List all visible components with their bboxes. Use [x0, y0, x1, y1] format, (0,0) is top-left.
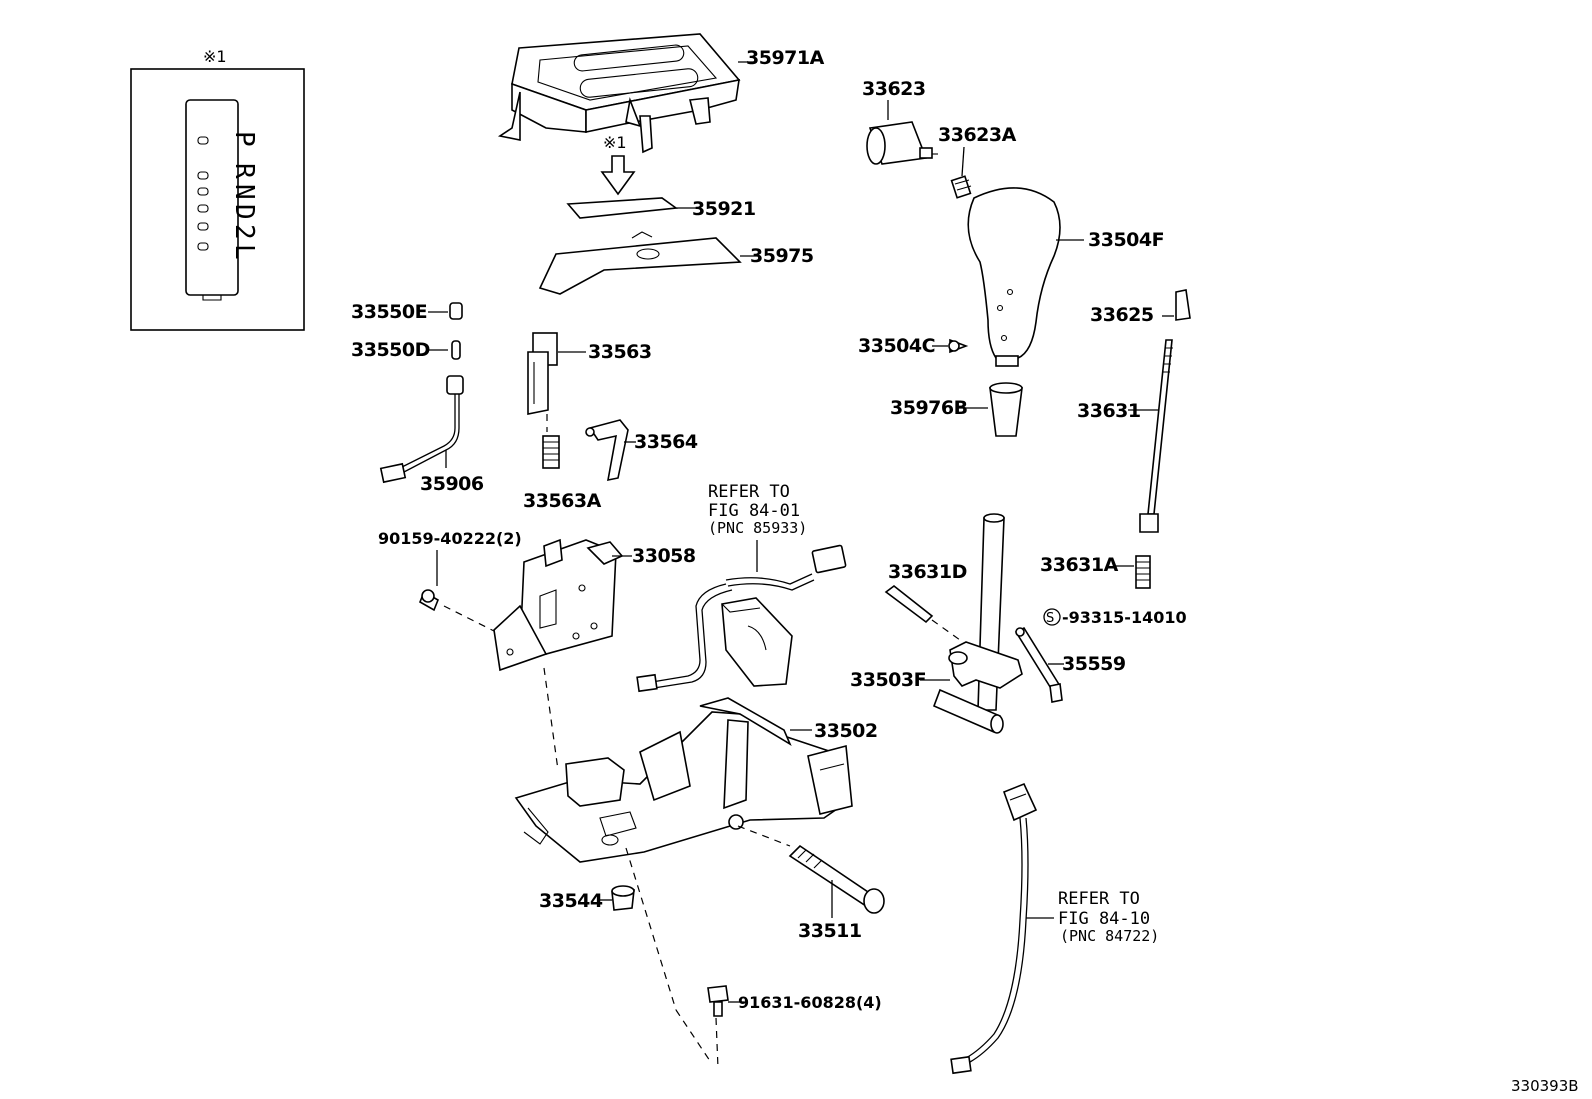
- label-35559: 35559: [1062, 653, 1126, 675]
- arrow-mark: ※1: [603, 133, 627, 152]
- part-33503F-lever: [920, 513, 1023, 734]
- part-33563-slider: [527, 332, 586, 432]
- label-33623: 33623: [862, 78, 926, 100]
- part-33511-pin: [788, 844, 885, 918]
- gear-p: P: [229, 131, 259, 147]
- label-33625: 33625: [1090, 304, 1154, 326]
- standard-symbol-circle: [1043, 608, 1061, 626]
- diagram-id: 330393B: [1511, 1077, 1579, 1095]
- part-33550D-bulb: [451, 340, 461, 360]
- label-33544: 33544: [539, 890, 603, 912]
- gear-l: L: [229, 244, 259, 260]
- indicator-lamp-dots: [197, 136, 209, 251]
- label-33502: 33502: [814, 720, 878, 742]
- part-33058-bracket: [493, 538, 632, 771]
- label-90159: 90159-40222(2): [378, 529, 522, 548]
- label-93315: -93315-14010: [1062, 608, 1187, 627]
- gear-d: D: [229, 204, 259, 220]
- part-35975-cover: [538, 231, 758, 295]
- part-35976B-sleeve: [958, 382, 1023, 437]
- part-33625-cap: [1175, 289, 1191, 321]
- gear-r: R: [229, 163, 259, 179]
- part-91631-bolt: [675, 985, 744, 1069]
- part-35906-wire: [379, 375, 464, 484]
- refer1-line2: FIG 84-01: [708, 501, 800, 521]
- label-33623A: 33623A: [938, 124, 1017, 146]
- refer1-line1: REFER TO: [708, 482, 790, 502]
- label-33631: 33631: [1077, 400, 1141, 422]
- part-35971A-housing: [497, 33, 757, 154]
- label-33550E: 33550E: [351, 301, 427, 323]
- label-33550D: 33550D: [351, 339, 430, 361]
- part-33623A-spring: [950, 146, 972, 199]
- label-33504C: 33504C: [858, 335, 935, 357]
- part-35559-link: [1014, 626, 1064, 703]
- refer2-line1: REFER TO: [1058, 889, 1140, 909]
- part-33563A-spring: [542, 435, 560, 469]
- label-91631: 91631-60828(4): [738, 993, 882, 1012]
- part-33631-rod: [1128, 339, 1173, 533]
- refer1-line3: (PNC 85933): [708, 519, 807, 537]
- part-33631A-spring: [1114, 555, 1151, 589]
- part-33550E-cap: [449, 302, 463, 320]
- refer-fig-84-10: REFER TO FIG 84-10 (PNC 84722): [1058, 889, 1159, 945]
- gear-n: N: [229, 184, 259, 200]
- part-33544-bushing: [600, 885, 635, 911]
- part-33502-base: [514, 697, 853, 1011]
- part-harness-84-10: [950, 782, 1054, 1075]
- refer-fig-84-01: REFER TO FIG 84-01 (PNC 85933): [708, 482, 807, 572]
- label-35971A: 35971A: [746, 47, 825, 69]
- label-35921: 35921: [692, 198, 756, 220]
- mark-arrow: ※1: [600, 133, 636, 196]
- gear-position-list: P R N D 2 L: [229, 131, 259, 260]
- label-33563A: 33563A: [523, 490, 602, 512]
- label-33631D: 33631D: [888, 561, 967, 583]
- label-33058: 33058: [632, 545, 696, 567]
- label-33564: 33564: [634, 431, 698, 453]
- label-33563: 33563: [588, 341, 652, 363]
- label-35976B: 35976B: [890, 397, 968, 419]
- part-90159-bolt: [418, 550, 501, 635]
- standard-symbol: S: [1046, 611, 1054, 626]
- refer2-line3: (PNC 84722): [1060, 927, 1159, 945]
- part-33504F-knob: [967, 187, 1084, 367]
- label-35975: 35975: [750, 245, 814, 267]
- gear-2: 2: [229, 224, 259, 240]
- label-33503F: 33503F: [850, 669, 926, 691]
- label-33504F: 33504F: [1088, 229, 1164, 251]
- inset-indicator-panel: ※1 P R N D 2 L: [130, 47, 305, 331]
- part-33631D-pin: [884, 584, 961, 641]
- part-33623-switch: [866, 100, 938, 165]
- inset-frame: [130, 68, 305, 331]
- refer2-line2: FIG 84-10: [1058, 909, 1150, 929]
- label-33631A: 33631A: [1040, 554, 1119, 576]
- part-33564-clip: [585, 419, 636, 482]
- inset-mark: ※1: [203, 47, 227, 66]
- indicator-plate: [185, 99, 239, 296]
- standard-part-93315: S -93315-14010: [1043, 608, 1187, 627]
- part-33504C-screw: [932, 338, 969, 354]
- label-33511: 33511: [798, 920, 862, 942]
- part-35921-plate: [566, 197, 696, 219]
- part-shift-lock-solenoid: [636, 544, 847, 693]
- label-35906: 35906: [420, 473, 484, 495]
